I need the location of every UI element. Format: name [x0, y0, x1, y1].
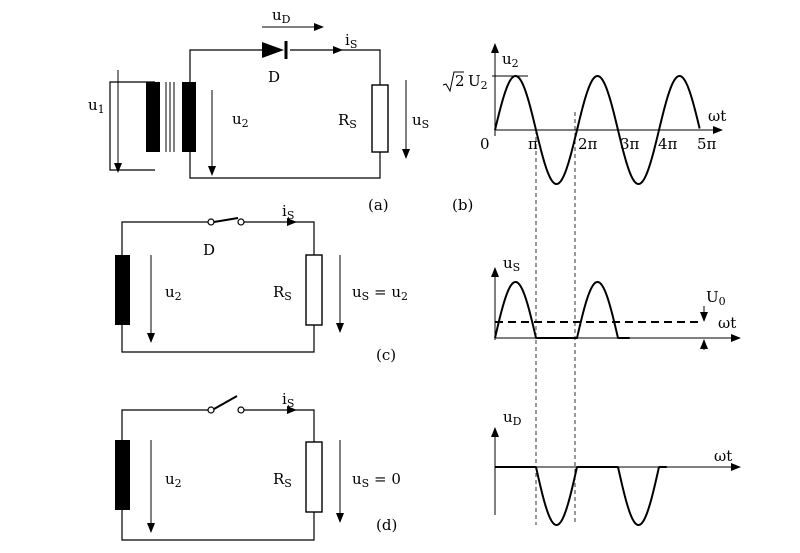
- ud-wave: [495, 466, 667, 527]
- circuit-d: iS u2 RS uS = 0 (d): [115, 390, 401, 541]
- caption-a: (a): [368, 196, 389, 214]
- waveform-ud: uD ωt: [491, 408, 741, 527]
- u2-ylabel: u2: [502, 50, 519, 70]
- secondary-winding: [182, 82, 196, 152]
- primary-winding: [146, 82, 160, 152]
- tick-5pi: 5π: [697, 135, 717, 153]
- u2-amplitude-label: 2 U2: [442, 71, 488, 93]
- circuit-a: u1 u2 uD iS D RS uS (a): [88, 6, 429, 214]
- label-diode-a: D: [268, 68, 280, 86]
- tick-4pi: 4π: [658, 135, 678, 153]
- u2-sine-wave: [494, 74, 701, 186]
- label-u1: u1: [88, 96, 105, 116]
- label-us-eq-d: uS = 0: [352, 470, 401, 490]
- svg-text:U2: U2: [468, 72, 488, 92]
- source-d: [115, 440, 130, 510]
- us-ylabel: uS: [503, 254, 520, 274]
- label-is-d: iS: [282, 390, 294, 410]
- diode-symbol: [262, 41, 288, 59]
- switch-closed: [207, 217, 245, 226]
- tick-0: 0: [480, 135, 490, 153]
- label-rs-c: RS: [273, 283, 292, 303]
- caption-d: (d): [376, 516, 397, 534]
- primary-wire: [109, 81, 155, 171]
- label-is-a: iS: [345, 31, 357, 51]
- ud-ylabel: uD: [503, 408, 522, 428]
- waveform-us: uS U0 ωt: [491, 254, 741, 350]
- circuit-d-wire: [121, 409, 315, 541]
- us-rectified-wave: [494, 280, 630, 339]
- ud-xlabel: ωt: [714, 447, 732, 465]
- waveform-u2: u2 2 U2 ωt 0 π 2π 3π 4π 5π (b): [442, 43, 726, 214]
- us-avg-label: U0: [706, 288, 726, 308]
- label-rs-d: RS: [273, 470, 292, 490]
- label-u2-d: u2: [165, 470, 182, 490]
- source-c: [115, 255, 130, 325]
- circuit-c: iS D u2 RS uS = u2 (c): [115, 202, 408, 364]
- u2-xlabel: ωt: [708, 107, 726, 125]
- us-xlabel: ωt: [718, 314, 736, 332]
- caption-c: (c): [376, 346, 396, 364]
- tick-pi: π: [528, 135, 538, 153]
- label-diode-c: D: [203, 241, 215, 259]
- label-ud: uD: [272, 6, 291, 26]
- label-us-eq-c: uS = u2: [352, 283, 408, 303]
- svg-text:2: 2: [455, 72, 465, 90]
- secondary-loop-wire: [189, 49, 381, 179]
- circuit-c-wire: [121, 221, 315, 353]
- caption-b: (b): [452, 196, 473, 214]
- label-u2-a: u2: [232, 110, 249, 130]
- tick-3pi: 3π: [620, 135, 640, 153]
- label-rs-a: RS: [338, 111, 357, 131]
- label-u2-c: u2: [165, 283, 182, 303]
- load-resistor-d: [305, 441, 323, 513]
- switch-open: [207, 395, 245, 414]
- load-resistor-c: [305, 254, 323, 326]
- label-is-c: iS: [282, 202, 294, 222]
- load-resistor: [371, 84, 389, 153]
- tick-2pi: 2π: [578, 135, 598, 153]
- label-us-a: uS: [412, 111, 429, 131]
